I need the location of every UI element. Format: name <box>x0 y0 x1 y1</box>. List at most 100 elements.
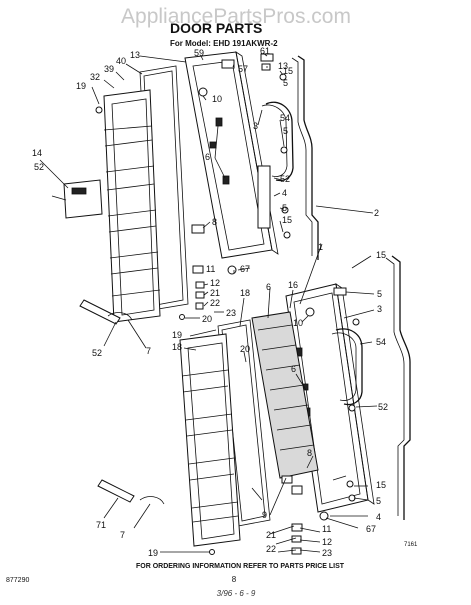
callout-71: 71 <box>96 520 106 530</box>
callout-67-lower: 67 <box>366 524 376 534</box>
lower-inner-liner-edge <box>187 342 235 540</box>
callout-31: 39 <box>104 64 114 74</box>
upper-door-grommet <box>198 87 208 97</box>
callout-2: 2 <box>374 208 379 218</box>
upper-door-bin-clip <box>71 187 87 195</box>
upper-door-clip-b <box>222 175 230 185</box>
lower-handle-lever <box>139 496 165 505</box>
callout-3-lower: 3 <box>377 304 382 314</box>
callout-6-top-lower: 6 <box>266 282 271 292</box>
callout-4-lower: 4 <box>376 512 381 522</box>
lower-long-handle-edge <box>385 257 405 516</box>
upper-screw-54 <box>280 146 288 154</box>
upper-inner-door-liner <box>103 89 161 323</box>
upper-liner-shelves <box>103 125 161 297</box>
lower-handle-insert <box>97 479 135 503</box>
callout-24-lower: 23 <box>322 548 332 558</box>
upper-door-clip-a <box>215 117 223 127</box>
callout-12-lower: 12 <box>322 537 332 547</box>
upper-door-bin <box>63 179 103 219</box>
callout-9: 9 <box>262 510 267 520</box>
callout-15-mid: 15 <box>282 215 292 225</box>
lower-top-hinge <box>333 287 347 296</box>
lower-gasket-inner <box>221 324 266 522</box>
callout-15-top: 13 <box>278 61 288 71</box>
callout-20-lower: 19 <box>148 548 158 558</box>
callout-23-lower: 22 <box>266 544 276 554</box>
callout-54-lower: 54 <box>376 337 386 347</box>
callout-18-top: 18 <box>240 288 250 298</box>
footer-left-code: 877290 <box>6 577 29 584</box>
callout-15-upper: 15 <box>283 66 293 76</box>
lower-insulation-panel <box>251 311 319 479</box>
callout-20-upper: 19 <box>76 81 86 91</box>
leader-lines <box>39 52 378 553</box>
callout-21-upper: 20 <box>202 314 212 324</box>
footer-instruction: FOR ORDERING INFORMATION REFER TO PARTS … <box>136 563 345 570</box>
callout-21-lower: 20 <box>240 344 250 354</box>
callout-6-upper: 6 <box>205 152 210 162</box>
lower-door-grommet <box>305 307 315 317</box>
callout-18: 18 <box>172 342 182 352</box>
callout-52-upper: 52 <box>280 174 290 184</box>
callout-1: 1 <box>318 242 323 252</box>
upper-handle-trim <box>265 101 294 182</box>
callout-8-lower: 8 <box>307 448 312 458</box>
callout-30: 32 <box>90 72 100 82</box>
callout-22-lower: 21 <box>266 530 276 540</box>
lower-outer-door-side <box>335 283 375 505</box>
callout-4-upper: 4 <box>282 188 287 198</box>
callout-22: 21 <box>210 288 220 298</box>
upper-door-clip-c <box>209 141 217 149</box>
callout-5-lower-top: 5 <box>377 289 382 299</box>
callout-67-upper: 67 <box>240 264 250 274</box>
lower-long-handle <box>391 255 411 520</box>
callout-61: 61 <box>260 46 270 56</box>
callout-40: 52 <box>34 162 44 172</box>
lower-screw-3 <box>352 318 360 326</box>
callout-5-mid: 5 <box>283 126 288 136</box>
upper-top-hinge <box>260 53 274 62</box>
callout-7-upper: 7 <box>146 346 151 356</box>
callout-10-lower: 10 <box>293 318 303 328</box>
upper-inner-liner-edge <box>111 98 155 316</box>
lower-liner-shelves <box>181 369 239 523</box>
callout-5-upper: 5 <box>283 78 288 88</box>
callout-11-lower: 11 <box>322 524 331 534</box>
callout-6-lower: 6 <box>291 364 296 374</box>
callout-52-lower: 52 <box>378 402 388 412</box>
callout-15-lower-top: 15 <box>376 250 386 260</box>
lower-screw-52 <box>348 404 356 412</box>
lower-insulation-texture <box>257 324 315 451</box>
lower-outer-door-inner-edge <box>293 292 361 505</box>
upper-outer-door-inner-edge <box>192 60 265 251</box>
callout-59: 59 <box>194 48 204 58</box>
upper-screw-15c <box>283 231 291 239</box>
figure-code: 7161 <box>404 542 418 548</box>
upper-handle-lever <box>107 312 133 321</box>
upper-handle-insert <box>79 299 121 325</box>
callout-10-upper: 10 <box>212 94 222 104</box>
callout-24-upper: 23 <box>226 308 236 318</box>
callout-12-upper: 12 <box>210 278 220 288</box>
lower-handle-trim-inner <box>331 332 357 401</box>
footer-page-number: 8 <box>232 575 237 584</box>
callout-5-low: 5 <box>282 203 287 213</box>
upper-long-handle-edge <box>291 57 313 256</box>
upper-bottom-hinge-group <box>179 224 237 320</box>
upper-screw-20 <box>95 106 103 114</box>
callout-8-upper: 8 <box>212 217 217 227</box>
callout-32: 40 <box>116 56 126 66</box>
callout-11-upper: 11 <box>206 264 215 274</box>
footer-handwritten-note: 3/96 - 6 - 9 <box>217 589 256 598</box>
callout-7-lower: 7 <box>120 530 125 540</box>
callout-15-lower: 15 <box>376 480 386 490</box>
callout-labels: 13 59 61 57 13 15 5 40 39 32 19 10 3 54 … <box>32 46 388 558</box>
callout-19: 19 <box>172 330 182 340</box>
upper-long-handle <box>297 55 319 260</box>
watermark-text: AppliancePartsPros.com <box>121 5 351 28</box>
upper-screw-15a <box>279 73 287 81</box>
callout-3-upper: 3 <box>253 121 258 131</box>
